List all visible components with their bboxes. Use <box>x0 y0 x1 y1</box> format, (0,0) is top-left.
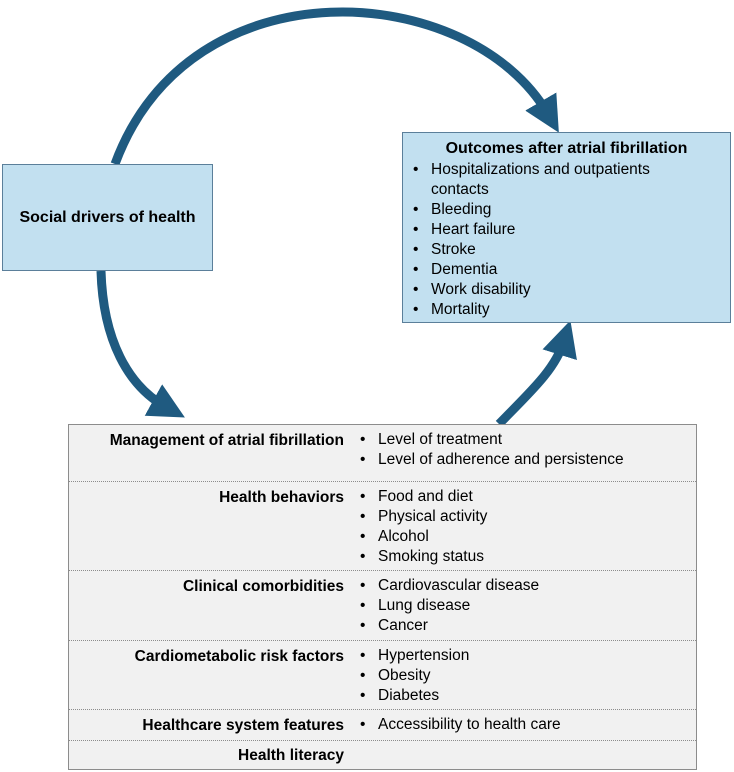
factor-item: Smoking status <box>358 547 487 567</box>
factor-item: Obesity <box>358 666 469 686</box>
factor-item: Physical activity <box>358 507 487 527</box>
factor-item: Food and diet <box>358 487 487 507</box>
factor-label: Health behaviors <box>219 489 344 506</box>
outcome-item: Dementia <box>411 260 722 280</box>
factor-item: Accessibility to health care <box>358 715 561 735</box>
factor-items: Level of treatment Level of adherence an… <box>358 430 624 470</box>
outcomes-box: Outcomes after atrial fibrillation Hospi… <box>402 132 731 323</box>
outcome-item: Work disability <box>411 280 722 300</box>
factors-box: Management of atrial fibrillation Level … <box>68 424 697 770</box>
arrow-factors-to-outcomes <box>495 320 577 428</box>
outcomes-list: Hospitalizations and outpatients contact… <box>411 160 722 320</box>
outcomes-title: Outcomes after atrial fibrillation <box>445 140 688 157</box>
factor-items: Accessibility to health care <box>358 715 561 735</box>
arrow-social-to-outcomes <box>110 7 559 166</box>
outcome-item: Bleeding <box>411 200 722 220</box>
factor-row-management: Management of atrial fibrillation Level … <box>69 425 696 482</box>
factor-row-healthcare-system: Healthcare system features Accessibility… <box>69 710 696 741</box>
factor-row-cardiometabolic: Cardiometabolic risk factors Hypertensio… <box>69 641 696 710</box>
factor-item: Hypertension <box>358 646 469 666</box>
factor-items: Cardiovascular disease Lung disease Canc… <box>358 576 539 636</box>
outcome-item: Hospitalizations and outpatients <box>411 160 722 180</box>
factor-item: Level of treatment <box>358 430 624 450</box>
social-drivers-box: Social drivers of health <box>2 164 213 271</box>
factor-label: Clinical comorbidities <box>182 578 344 595</box>
factor-item: Lung disease <box>358 596 539 616</box>
outcome-item: Mortality <box>411 300 722 320</box>
factor-label: Cardiometabolic risk factors <box>134 648 344 665</box>
factor-item: Cancer <box>358 616 539 636</box>
factor-items: Hypertension Obesity Diabetes <box>358 646 469 706</box>
factor-label: Health literacy <box>238 747 344 764</box>
social-drivers-label: Social drivers of health <box>19 208 196 226</box>
factor-row-health-literacy: Health literacy <box>69 741 696 769</box>
factor-label: Management of atrial fibrillation <box>109 432 344 449</box>
factor-row-clinical-comorbidities: Clinical comorbidities Cardiovascular di… <box>69 571 696 641</box>
factor-item: Diabetes <box>358 686 469 706</box>
outcome-item: Stroke <box>411 240 722 260</box>
factor-item: Alcohol <box>358 527 487 547</box>
factor-item: Level of adherence and persistence <box>358 450 624 470</box>
factor-item: Cardiovascular disease <box>358 576 539 596</box>
factor-row-health-behaviors: Health behaviors Food and diet Physical … <box>69 482 696 571</box>
arrow-social-to-factors <box>96 270 185 418</box>
outcome-item: Heart failure <box>411 220 722 240</box>
factor-label: Healthcare system features <box>142 717 344 734</box>
outcome-item-continuation: contacts <box>431 181 489 198</box>
factor-items: Food and diet Physical activity Alcohol … <box>358 487 487 567</box>
